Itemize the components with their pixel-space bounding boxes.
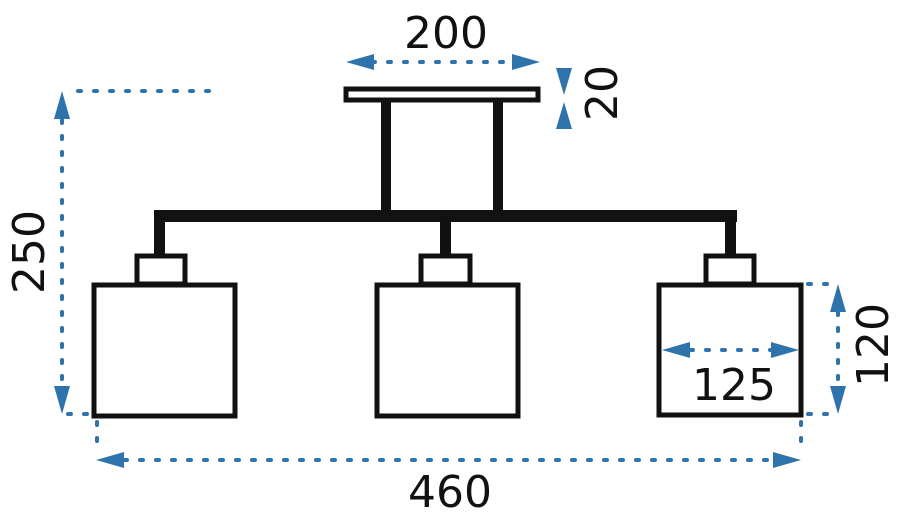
dimension-canopy-width: 200 xyxy=(346,8,540,70)
shade-width-label: 125 xyxy=(692,360,776,411)
lamp-shade-center xyxy=(374,282,521,419)
lamp-holder-right xyxy=(703,253,757,287)
dimension-total-width: 460 xyxy=(95,420,803,518)
dimension-shade-height: 120 xyxy=(806,282,899,416)
lamp-holder-center xyxy=(418,253,473,287)
total-height-label: 250 xyxy=(4,210,55,294)
canopy-plate xyxy=(343,86,541,103)
lamp-holder-left xyxy=(134,253,188,287)
lamp-shade-left xyxy=(91,282,238,419)
arm-drop-left xyxy=(154,210,165,256)
ceiling-lamp-drawing xyxy=(91,86,804,419)
total-width-label: 460 xyxy=(408,467,492,518)
shade-height-label: 120 xyxy=(848,303,899,387)
dimension-total-height: 250 xyxy=(4,89,214,416)
canopy-leg-right xyxy=(493,100,503,215)
arm-drop-right xyxy=(725,210,736,256)
dimension-canopy-height: 20 xyxy=(556,65,628,129)
arm-drop-center xyxy=(440,210,451,256)
lamp-shade-right xyxy=(656,282,804,418)
canopy-leg-left xyxy=(381,100,391,215)
canopy-height-label: 20 xyxy=(577,65,628,121)
dimension-shade-width: 125 xyxy=(662,342,799,411)
canopy-width-label: 200 xyxy=(404,8,488,59)
